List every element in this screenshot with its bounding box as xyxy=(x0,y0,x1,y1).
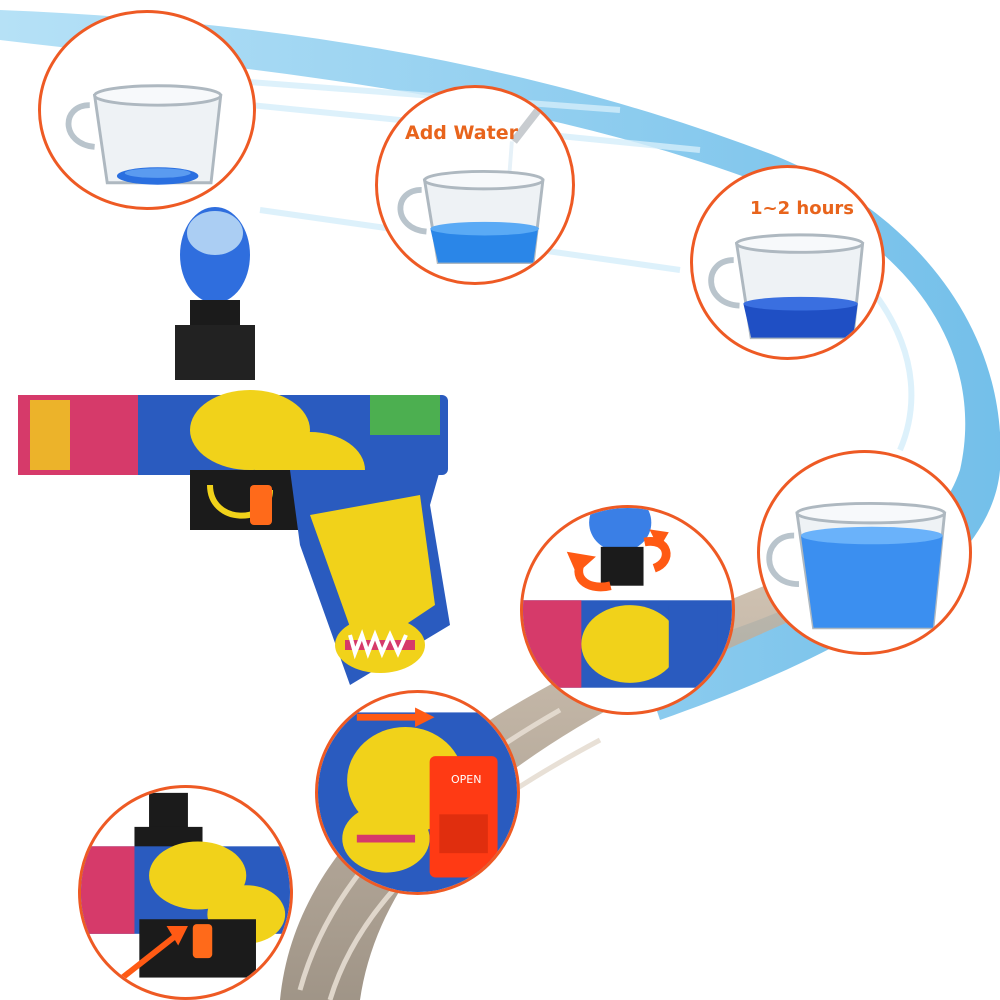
soak-time-caption: 1~2 hours xyxy=(750,198,854,219)
step-trigger-bubble xyxy=(78,785,293,1000)
step-dry-beads-bubble xyxy=(38,10,256,210)
hopper-door-detail xyxy=(318,707,517,892)
step-attach-hopper-bubble xyxy=(520,505,735,715)
rotate-arrows-icon xyxy=(566,529,671,592)
cup-dry-beads-icon xyxy=(65,84,223,185)
step-full-beads-bubble xyxy=(757,450,972,655)
trigger-detail xyxy=(81,792,290,990)
gel-blaster-main xyxy=(18,207,450,685)
attach-hopper-detail xyxy=(523,508,732,688)
cup-full-beads-icon xyxy=(766,502,947,630)
insert-arrow-icon xyxy=(108,926,188,990)
step-add-water-bubble xyxy=(375,85,575,285)
add-water-caption: Add Water xyxy=(405,122,518,144)
hopper-door-label: OPEN xyxy=(451,773,482,786)
step-soak-time-bubble xyxy=(690,165,885,360)
step-open-door-bubble: OPEN xyxy=(315,690,520,895)
pull-arrow-icon xyxy=(356,707,435,727)
cup-soaking-beads-icon xyxy=(708,233,865,340)
cup-add-water-icon xyxy=(397,95,551,265)
